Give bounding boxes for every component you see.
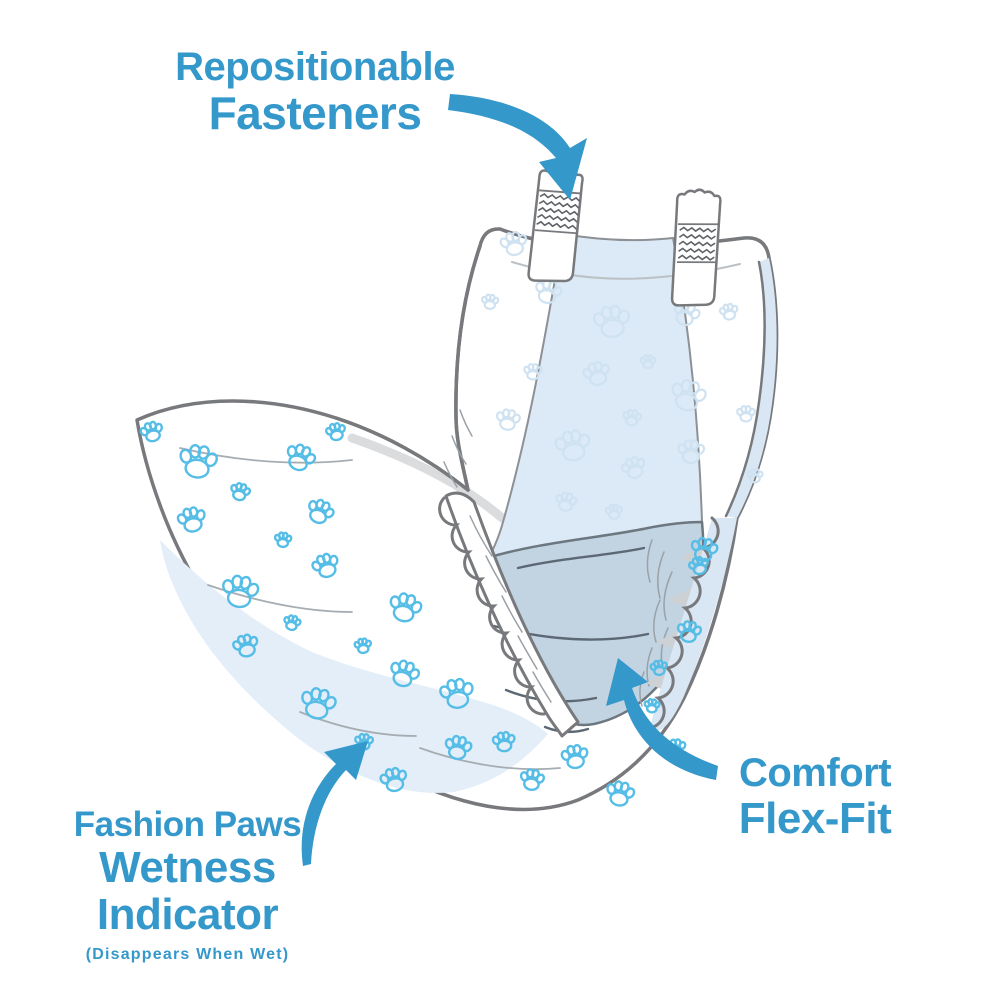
callout-flexfit: Comfort Flex-Fit	[655, 751, 975, 844]
right-wing-left-edge	[454, 244, 482, 492]
wetness-line3: Indicator	[96, 890, 279, 940]
fasteners-line1: Repositionable	[175, 45, 455, 89]
leg-ruffle-left	[438, 409, 580, 738]
fasteners-line2: Fasteners	[208, 87, 422, 140]
wetness-line2: Wetness	[99, 842, 276, 892]
wetness-line1: Fashion Paws	[73, 805, 302, 844]
fastener-tab-right	[670, 188, 722, 307]
callout-wetness: Fashion Paws Wetness Indicator (Disappea…	[15, 806, 360, 963]
leg-ruffle-right	[639, 516, 737, 731]
callout-fasteners: Repositionable Fasteners	[105, 45, 525, 140]
flexfit-line2: Flex-Fit	[738, 794, 892, 844]
flexfit-line1: Comfort	[738, 751, 892, 795]
arrow-flexfit-icon	[606, 658, 718, 780]
right-edge-lining	[726, 258, 777, 518]
wetness-note: (Disappears When Wet)	[85, 945, 290, 963]
wing-shadow	[347, 433, 507, 523]
left-wing-top-edge	[334, 416, 470, 492]
right-edge-inner-line	[724, 260, 766, 518]
left-wing-tint	[160, 540, 548, 793]
arrow-fasteners-icon	[448, 94, 587, 200]
arrow-wetness-icon	[301, 741, 368, 866]
